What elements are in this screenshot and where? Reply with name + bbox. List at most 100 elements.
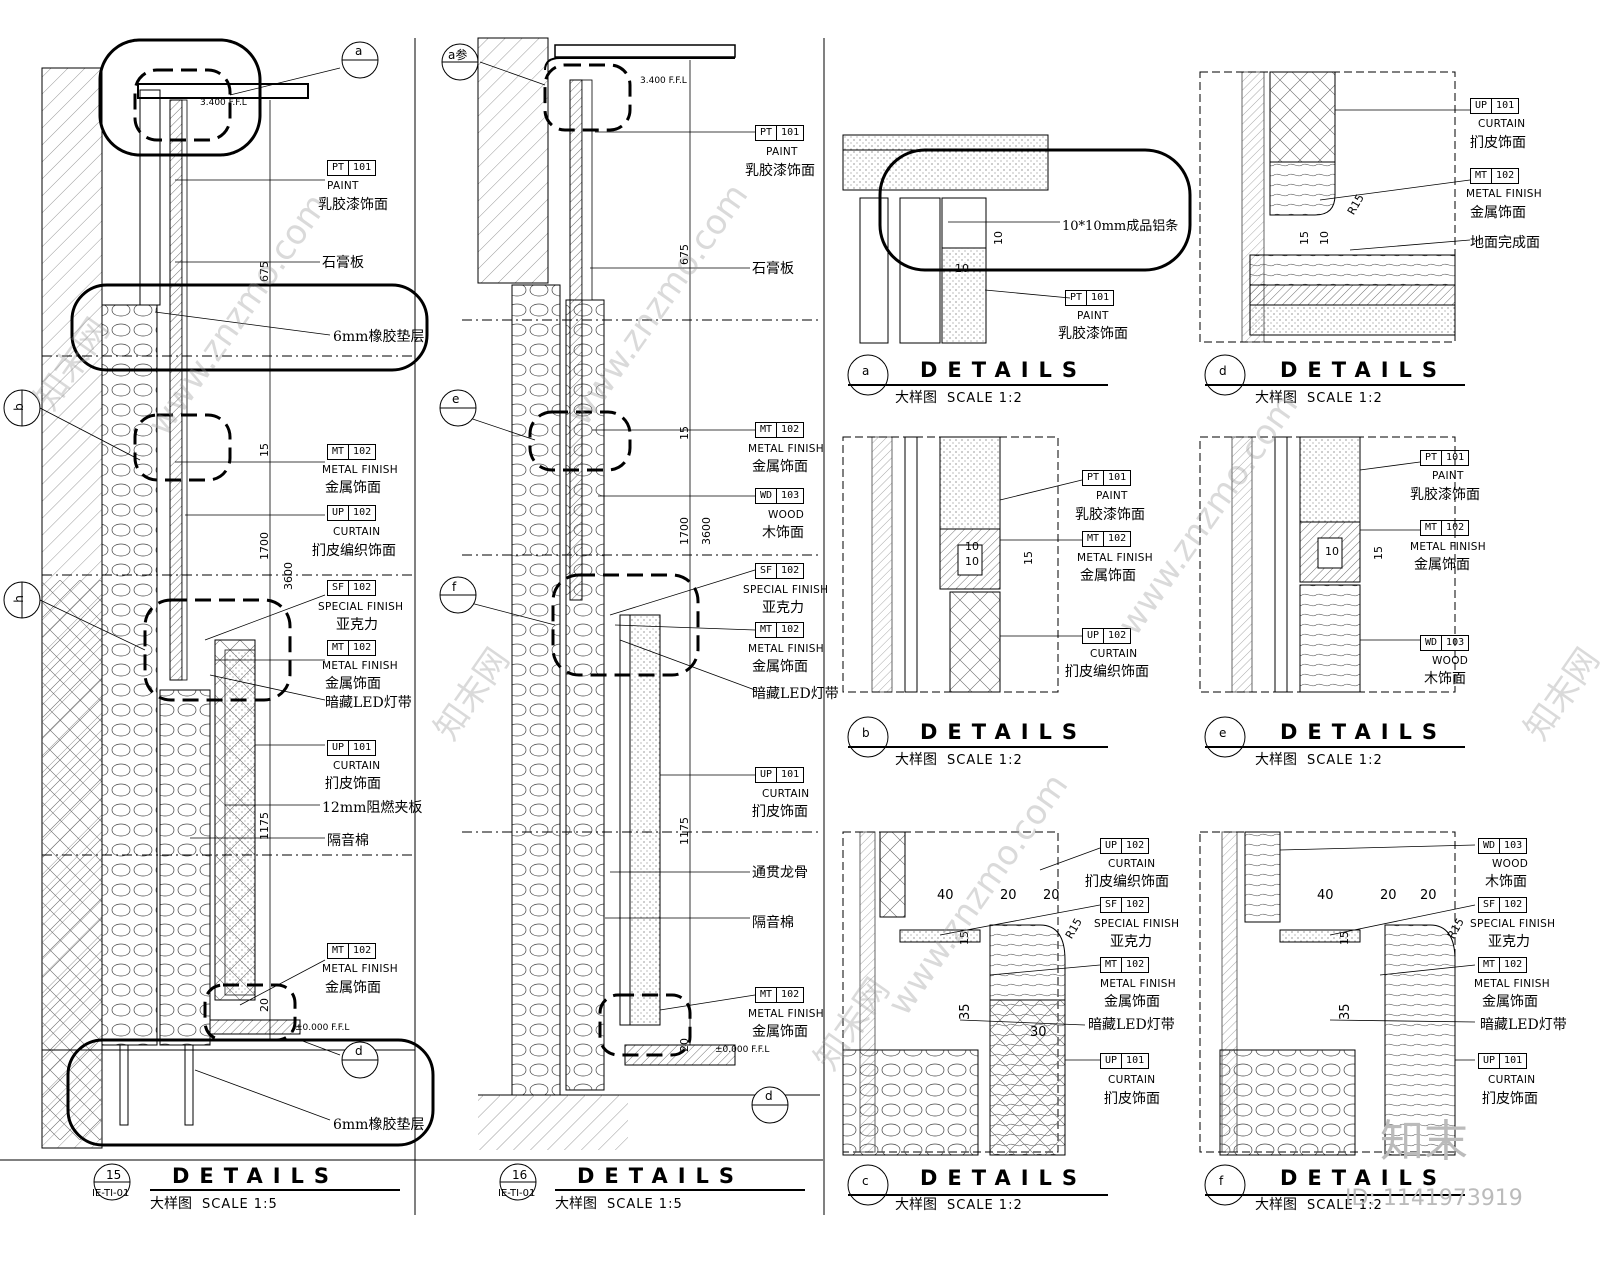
label-paint-e: PAINT xyxy=(1432,470,1464,482)
tag-num: 101 xyxy=(1087,290,1115,306)
label-curtain-zh-16: 扪皮饰面 xyxy=(752,804,808,820)
tag-code: SF xyxy=(1478,897,1501,913)
detail-f-sub-zh: 大样图 xyxy=(1255,1197,1297,1213)
detail-d-linework xyxy=(1199,71,1471,396)
label-metal-f: METAL FINISH xyxy=(1474,978,1550,990)
label-metal-zh-15b: 金属饰面 xyxy=(325,676,381,692)
label-curtain-d: CURTAIN xyxy=(1478,118,1526,130)
tag-code: MT xyxy=(327,444,350,460)
label-led-15: 暗藏LED灯带 xyxy=(325,695,412,711)
detail-f-scale: SCALE 1:2 xyxy=(1307,1198,1383,1213)
label-metal-d: METAL FINISH xyxy=(1466,188,1542,200)
label-metal-zh-16c: 金属饰面 xyxy=(752,1024,808,1040)
drawing-16-title: DETAILS xyxy=(577,1164,745,1188)
tag-code: MT xyxy=(755,422,778,438)
dim-10-e: 10 xyxy=(1325,545,1339,558)
tag-num: 101 xyxy=(349,160,377,176)
label-curtain-b: CURTAIN xyxy=(1090,648,1138,660)
label-metal-b: METAL FINISH xyxy=(1077,552,1153,564)
detail-e-sub-zh: 大样图 xyxy=(1255,752,1297,768)
detail-b-title: DETAILS xyxy=(920,720,1088,744)
tag-num: 102 xyxy=(777,987,805,1003)
dim-20-f2: 20 xyxy=(1420,888,1437,903)
label-metal-15a: METAL FINISH xyxy=(322,464,398,476)
tag-code: MT xyxy=(327,640,350,656)
dim-35-f: 35 xyxy=(1338,1003,1353,1020)
detail-f-title: DETAILS xyxy=(1280,1166,1448,1190)
label-rubber-15: 6mm橡胶垫层 xyxy=(333,329,425,345)
label-metal-zh-d: 金属饰面 xyxy=(1470,205,1526,221)
detail-a-title: DETAILS xyxy=(920,358,1088,382)
dim-10-a1: 10 xyxy=(992,231,1005,245)
tag-code: UP xyxy=(327,740,350,756)
label-paint-b: PAINT xyxy=(1096,490,1128,502)
label-led-c: 暗藏LED灯带 xyxy=(1088,1017,1175,1033)
tag-code: WD xyxy=(1478,838,1501,854)
ref-f-16: f xyxy=(452,580,457,594)
tag-num: 102 xyxy=(1122,957,1150,973)
dim-1700-16: 1700 xyxy=(678,517,691,545)
detail-c-scale: SCALE 1:2 xyxy=(947,1198,1023,1213)
dim-15-e: 15 xyxy=(1372,546,1385,560)
tag-num: 102 xyxy=(1104,531,1132,547)
watermark-logo: 知末 xyxy=(1380,1116,1468,1167)
drawing-15-title: DETAILS xyxy=(172,1164,340,1188)
detail-b-scale: SCALE 1:2 xyxy=(947,753,1023,768)
dim-20-15: 20 xyxy=(258,998,271,1012)
dim-15-f: 15 xyxy=(1338,931,1351,945)
dim-15-16: 15 xyxy=(678,426,691,440)
label-wood-f: WOOD xyxy=(1492,858,1529,870)
dim-20-f1: 20 xyxy=(1380,888,1397,903)
label-metal-e: METAL FINISH xyxy=(1410,541,1486,553)
detail-b-sub-zh: 大样图 xyxy=(895,752,937,768)
tag-num: 101 xyxy=(1442,450,1470,466)
dim-40-f: 40 xyxy=(1317,888,1334,903)
tag-num: 101 xyxy=(1122,1053,1150,1069)
dim-15-d: 15 xyxy=(1298,231,1311,245)
tag-code: PT xyxy=(755,125,778,141)
drawing-15-sub-zh: 大样图 xyxy=(150,1196,192,1212)
tag-num: 102 xyxy=(1442,520,1470,536)
dim-20-c1: 20 xyxy=(1000,888,1017,903)
tag-code: MT xyxy=(1420,520,1443,536)
label-metal-15b: METAL FINISH xyxy=(322,660,398,672)
ref-d-16: d xyxy=(765,1089,773,1103)
label-wood-e: WOOD xyxy=(1432,655,1469,667)
label-curtain-f: CURTAIN xyxy=(1488,1074,1536,1086)
label-alu-a: 10*10mm成品铝条 xyxy=(1062,219,1179,234)
tag-code: PT xyxy=(327,160,350,176)
tag-num: 101 xyxy=(777,767,805,783)
label-wood-16: WOOD xyxy=(768,509,805,521)
detail-a-scale: SCALE 1:2 xyxy=(947,391,1023,406)
label-curtain-c1: CURTAIN xyxy=(1108,858,1156,870)
drawing-15-number: 15 xyxy=(106,1168,122,1182)
tag-num: 101 xyxy=(1492,98,1520,114)
tag-code: UP xyxy=(1478,1053,1501,1069)
detail-b-linework xyxy=(842,436,1108,758)
tag-num: 102 xyxy=(349,580,377,596)
label-special-zh-c: 亚克力 xyxy=(1110,934,1152,950)
tag-num: 102 xyxy=(1122,897,1150,913)
label-paint-a: PAINT xyxy=(1077,310,1109,322)
label-curtain-zh-f: 扪皮饰面 xyxy=(1482,1091,1538,1107)
tag-code: UP xyxy=(327,505,350,521)
ref-a-15: a xyxy=(355,44,363,58)
dim-30-c: 30 xyxy=(1030,1025,1047,1040)
dim-1175-15: 1175 xyxy=(258,812,271,840)
label-curtain-16: CURTAIN xyxy=(762,788,810,800)
label-stud-16: 通贯龙骨 xyxy=(752,865,808,881)
